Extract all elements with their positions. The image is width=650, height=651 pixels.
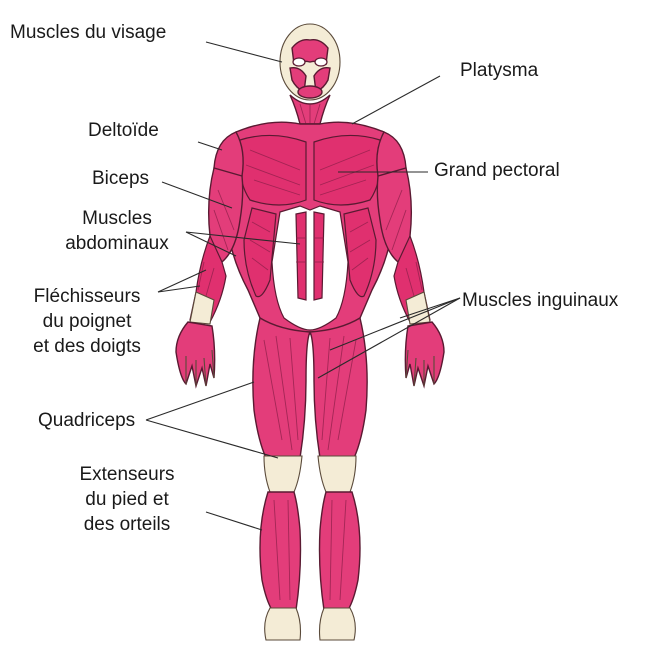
label-flexors-line2: du poignet [12, 309, 162, 334]
leader-platysma [352, 76, 440, 124]
leader-face [206, 42, 282, 62]
label-pectoral: Grand pectoral [434, 158, 560, 183]
label-extensors-line1: Extenseurs [52, 462, 202, 487]
label-flexors: Fléchisseurs du poignet et des doigts [12, 284, 162, 359]
label-face-muscles: Muscles du visage [10, 20, 166, 45]
torso [222, 122, 398, 334]
label-abdominal-line2: abdominaux [52, 231, 182, 256]
label-extensors-line2: du pied et [52, 487, 202, 512]
label-inguinal: Muscles inguinaux [462, 288, 618, 313]
label-deltoid: Deltoïde [88, 118, 159, 143]
label-extensors: Extenseurs du pied et des orteils [52, 462, 202, 537]
left-leg [253, 318, 310, 640]
label-extensors-line3: des orteils [52, 512, 202, 537]
left-arm [176, 132, 243, 386]
label-biceps: Biceps [92, 166, 149, 191]
label-abdominal-line1: Muscles [52, 206, 182, 231]
leader-deltoid [198, 142, 222, 150]
head [280, 24, 340, 100]
label-platysma: Platysma [460, 58, 538, 83]
label-flexors-line1: Fléchisseurs [12, 284, 162, 309]
label-quadriceps: Quadriceps [38, 408, 135, 433]
label-flexors-line3: et des doigts [12, 334, 162, 359]
leader-extensors [206, 512, 262, 530]
label-abdominal: Muscles abdominaux [52, 206, 182, 256]
leader-quadriceps-a [146, 382, 254, 420]
